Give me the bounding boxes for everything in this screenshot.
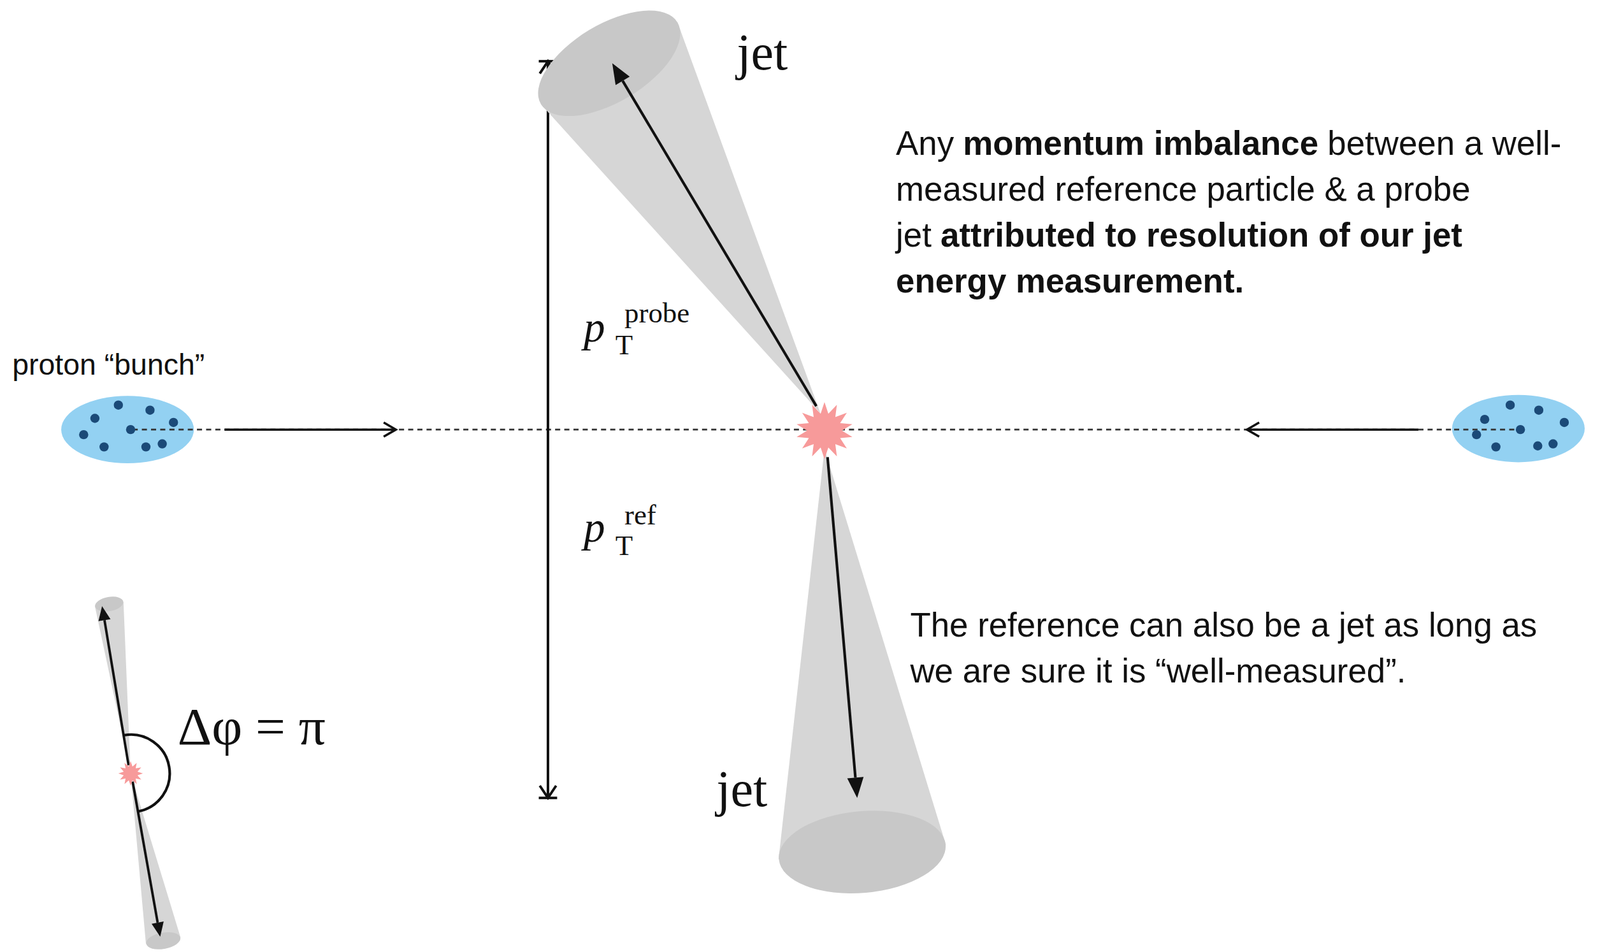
drawing-circle [1548,439,1558,448]
drawing-line [622,80,817,406]
drawing-polygon [94,602,131,774]
drawing-circle [126,425,136,434]
drawing-circle [145,405,155,415]
drawing-line [827,456,856,778]
drawing-polygon [130,773,181,944]
drawing-g [1471,400,1569,452]
drawing-circle [1491,442,1500,452]
pt-double-arrow [539,61,558,798]
drawing-ellipse [93,594,125,614]
note-text: The reference can also be a jet as long … [909,605,1537,690]
drawing-circle [1505,400,1515,410]
drawing-ellipse [1452,395,1585,463]
proton-bunch-left [61,395,194,464]
collision-star-small [118,761,143,786]
drawing-polyline [383,422,396,437]
beam-arrow-right [1246,422,1419,437]
drawing-line [546,61,550,798]
beam-arrow-left [224,422,396,437]
jet-label: jet [736,26,788,78]
drawing-circle [1480,414,1490,424]
angle-label: Δφ = π [177,700,326,754]
drawing-polygon [847,776,865,798]
drawing-ellipse [521,0,698,138]
drawing-polygon [151,921,164,937]
momentum-symbol: p [583,505,606,549]
drawing-circle [1533,441,1543,451]
drawing-circle [157,439,167,448]
drawing-line [1454,428,1521,431]
bunch-label: proton “bunch” [12,349,205,380]
drawing-polyline [1246,422,1260,437]
drawing-circle [141,442,151,452]
drawing-circle [168,418,178,427]
collision-star [796,402,852,460]
jet-cone-top [521,0,821,414]
drawing-circle [1471,430,1481,440]
momentum-symbol: p [583,305,606,349]
superscript: ref [624,500,657,530]
drawing-circle [99,442,109,452]
drawing-ellipse [144,929,182,952]
note-imbalance: Anymomentum imbalancebetween a well-meas… [895,120,1572,304]
drawing-line [104,619,129,766]
jet-label: jet [716,763,768,815]
note-text: Any [895,124,954,162]
drawing-line [132,428,194,431]
drawing-circle [1559,418,1569,427]
drawing-line [132,781,158,923]
drawing-polygon [612,63,630,85]
note-emphasis: momentum imbalance [962,124,1319,162]
drawing-circle [114,400,123,410]
drawing-circle [90,413,100,423]
proton-bunch-right [1452,395,1585,463]
drawing-ellipse [775,804,950,901]
drawing-circle [79,430,88,440]
drawing-g [79,400,178,452]
drawing-line [1246,428,1419,431]
drawing-circle [1534,405,1544,415]
note-reference: The reference can also be a jet as long … [909,602,1586,694]
drawing-circle [1515,425,1525,434]
superscript: probe [624,298,690,328]
inset-dijet [93,594,182,952]
subscript: T [615,531,633,561]
drawing-ellipse [61,395,194,464]
drawing-polygon [98,605,111,622]
note-emphasis: attributed to resolution of our jet ener… [895,216,1463,300]
drawing-polyline [539,785,557,798]
subscript: T [615,330,633,360]
drawing-line [224,428,396,431]
